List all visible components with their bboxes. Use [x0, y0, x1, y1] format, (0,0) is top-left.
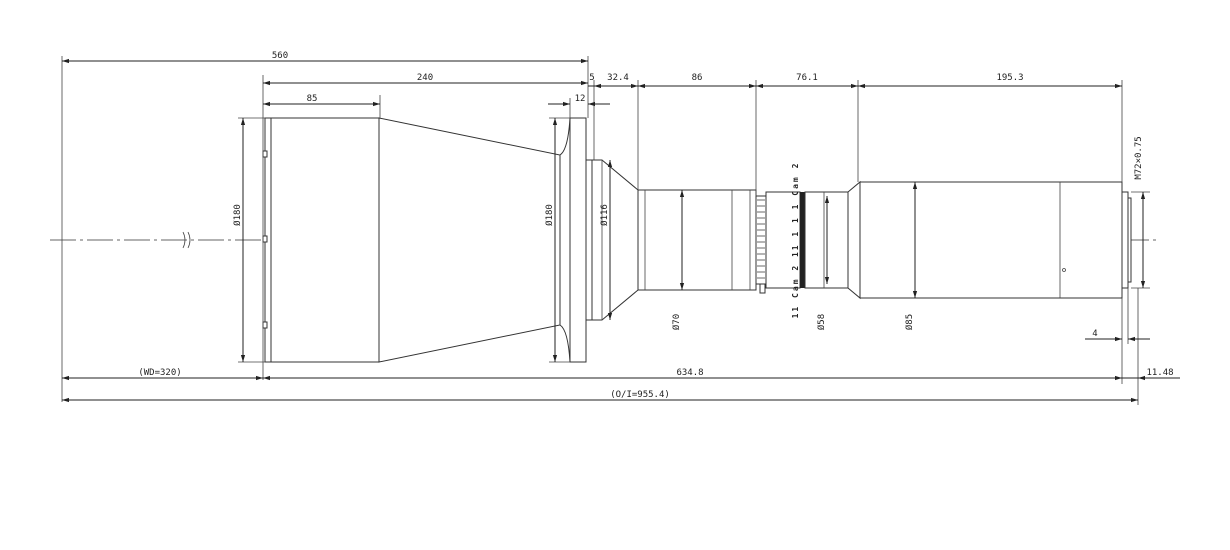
conical-section [378, 117, 561, 363]
dia-rear: Ø85 [904, 314, 915, 330]
dim-object-to-image: (O/I=955.4) [610, 390, 670, 400]
axis-break-symbol [182, 231, 191, 249]
top-dimensions: 560 240 85 5 12 32.4 86 76.1 195.3 [61, 51, 1123, 402]
dim-back-offset: 11.48 [1146, 368, 1173, 378]
lens-body: 11 Cam 2 11 1 1 1 Cam 2 [262, 117, 1132, 363]
dim-gap: 5 [589, 73, 594, 83]
dim-thread-depth: 4 [1092, 329, 1097, 339]
dim-large-body: 240 [417, 73, 433, 83]
iris-ring-band [800, 192, 805, 288]
ring-markings: 11 Cam 2 11 1 1 1 Cam 2 [791, 162, 800, 319]
thread-spec: M72×0.75 [1134, 136, 1144, 179]
adapter-cone [591, 159, 639, 321]
dim-mid-barrel: 86 [692, 73, 703, 83]
flange [569, 117, 587, 363]
adapter-plate [585, 159, 593, 321]
dim-rear-barrel: 195.3 [996, 73, 1023, 83]
rear-barrel [859, 181, 1123, 299]
dia-front: Ø180 [232, 204, 243, 226]
dim-coupling: 76.1 [796, 73, 818, 83]
dim-body-length: 634.8 [676, 368, 703, 378]
dim-overall: 560 [272, 51, 288, 61]
mid-barrel [637, 189, 757, 291]
dia-flange: Ø180 [544, 204, 555, 226]
flange-collar [559, 117, 571, 363]
dia-mid: Ø70 [671, 314, 682, 330]
dia-ring: Ø58 [816, 314, 827, 330]
focus-ring [755, 195, 767, 285]
dia-adapter: Ø116 [599, 204, 610, 226]
thread-mount [1121, 191, 1129, 289]
dim-adapter: 32.4 [607, 73, 629, 83]
diameter-dimensions: Ø180 Ø180 Ø116 Ø70 Ø58 Ø85 M72×0.75 [232, 117, 1150, 363]
rear-taper [847, 180, 861, 300]
front-barrel [270, 117, 380, 363]
marking-ring [765, 191, 801, 289]
dim-flange: 12 [575, 94, 586, 104]
ring-marking-text: 11 Cam 2 11 1 1 1 Cam 2 [791, 162, 800, 319]
dim-front-barrel: 85 [307, 94, 318, 104]
dim-working-distance: (WD=320) [138, 368, 181, 378]
knurling [757, 199, 765, 279]
set-screw [1062, 268, 1066, 272]
bottom-dimensions: 4 (WD=320) 634.8 11.48 (O/I=955.4) [62, 288, 1180, 405]
